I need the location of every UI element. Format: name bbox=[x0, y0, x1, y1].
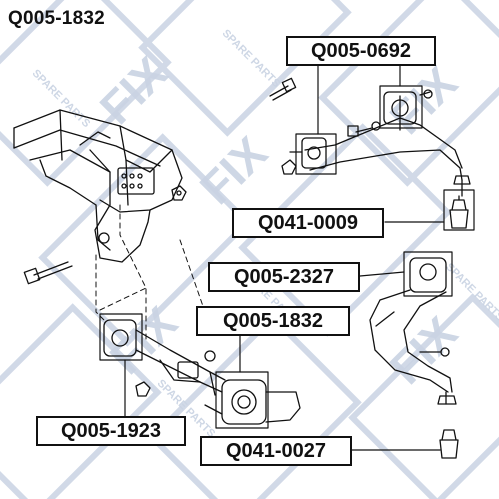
subframe-bolts bbox=[23, 185, 187, 285]
upper-ball-joint-drawing bbox=[449, 195, 469, 229]
subframe-drawing bbox=[13, 109, 183, 263]
upper-control-arm-drawing bbox=[281, 89, 471, 197]
upper-arm-bolts bbox=[269, 77, 381, 137]
callout-label-q005-2327: Q005-2327 bbox=[208, 262, 360, 292]
lower-arm-rear-drawing bbox=[199, 379, 301, 425]
callout-label-q041-0027: Q041-0027 bbox=[200, 436, 352, 466]
knuckle-drawing bbox=[369, 257, 457, 405]
callout-leaders bbox=[124, 63, 445, 451]
page-title: Q005-1832 bbox=[8, 8, 105, 29]
dashed-leaders bbox=[95, 204, 206, 341]
lower-arm-front-drawing bbox=[103, 319, 226, 397]
callout-label-q041-0009: Q041-0009 bbox=[232, 208, 384, 238]
callout-label-q005-1832: Q005-1832 bbox=[196, 306, 350, 336]
callout-label-q005-0692: Q005-0692 bbox=[286, 36, 436, 66]
lower-ball-joint-drawing bbox=[439, 429, 459, 459]
callout-label-q005-1923: Q005-1923 bbox=[36, 416, 186, 446]
bushing-frames bbox=[99, 85, 475, 429]
